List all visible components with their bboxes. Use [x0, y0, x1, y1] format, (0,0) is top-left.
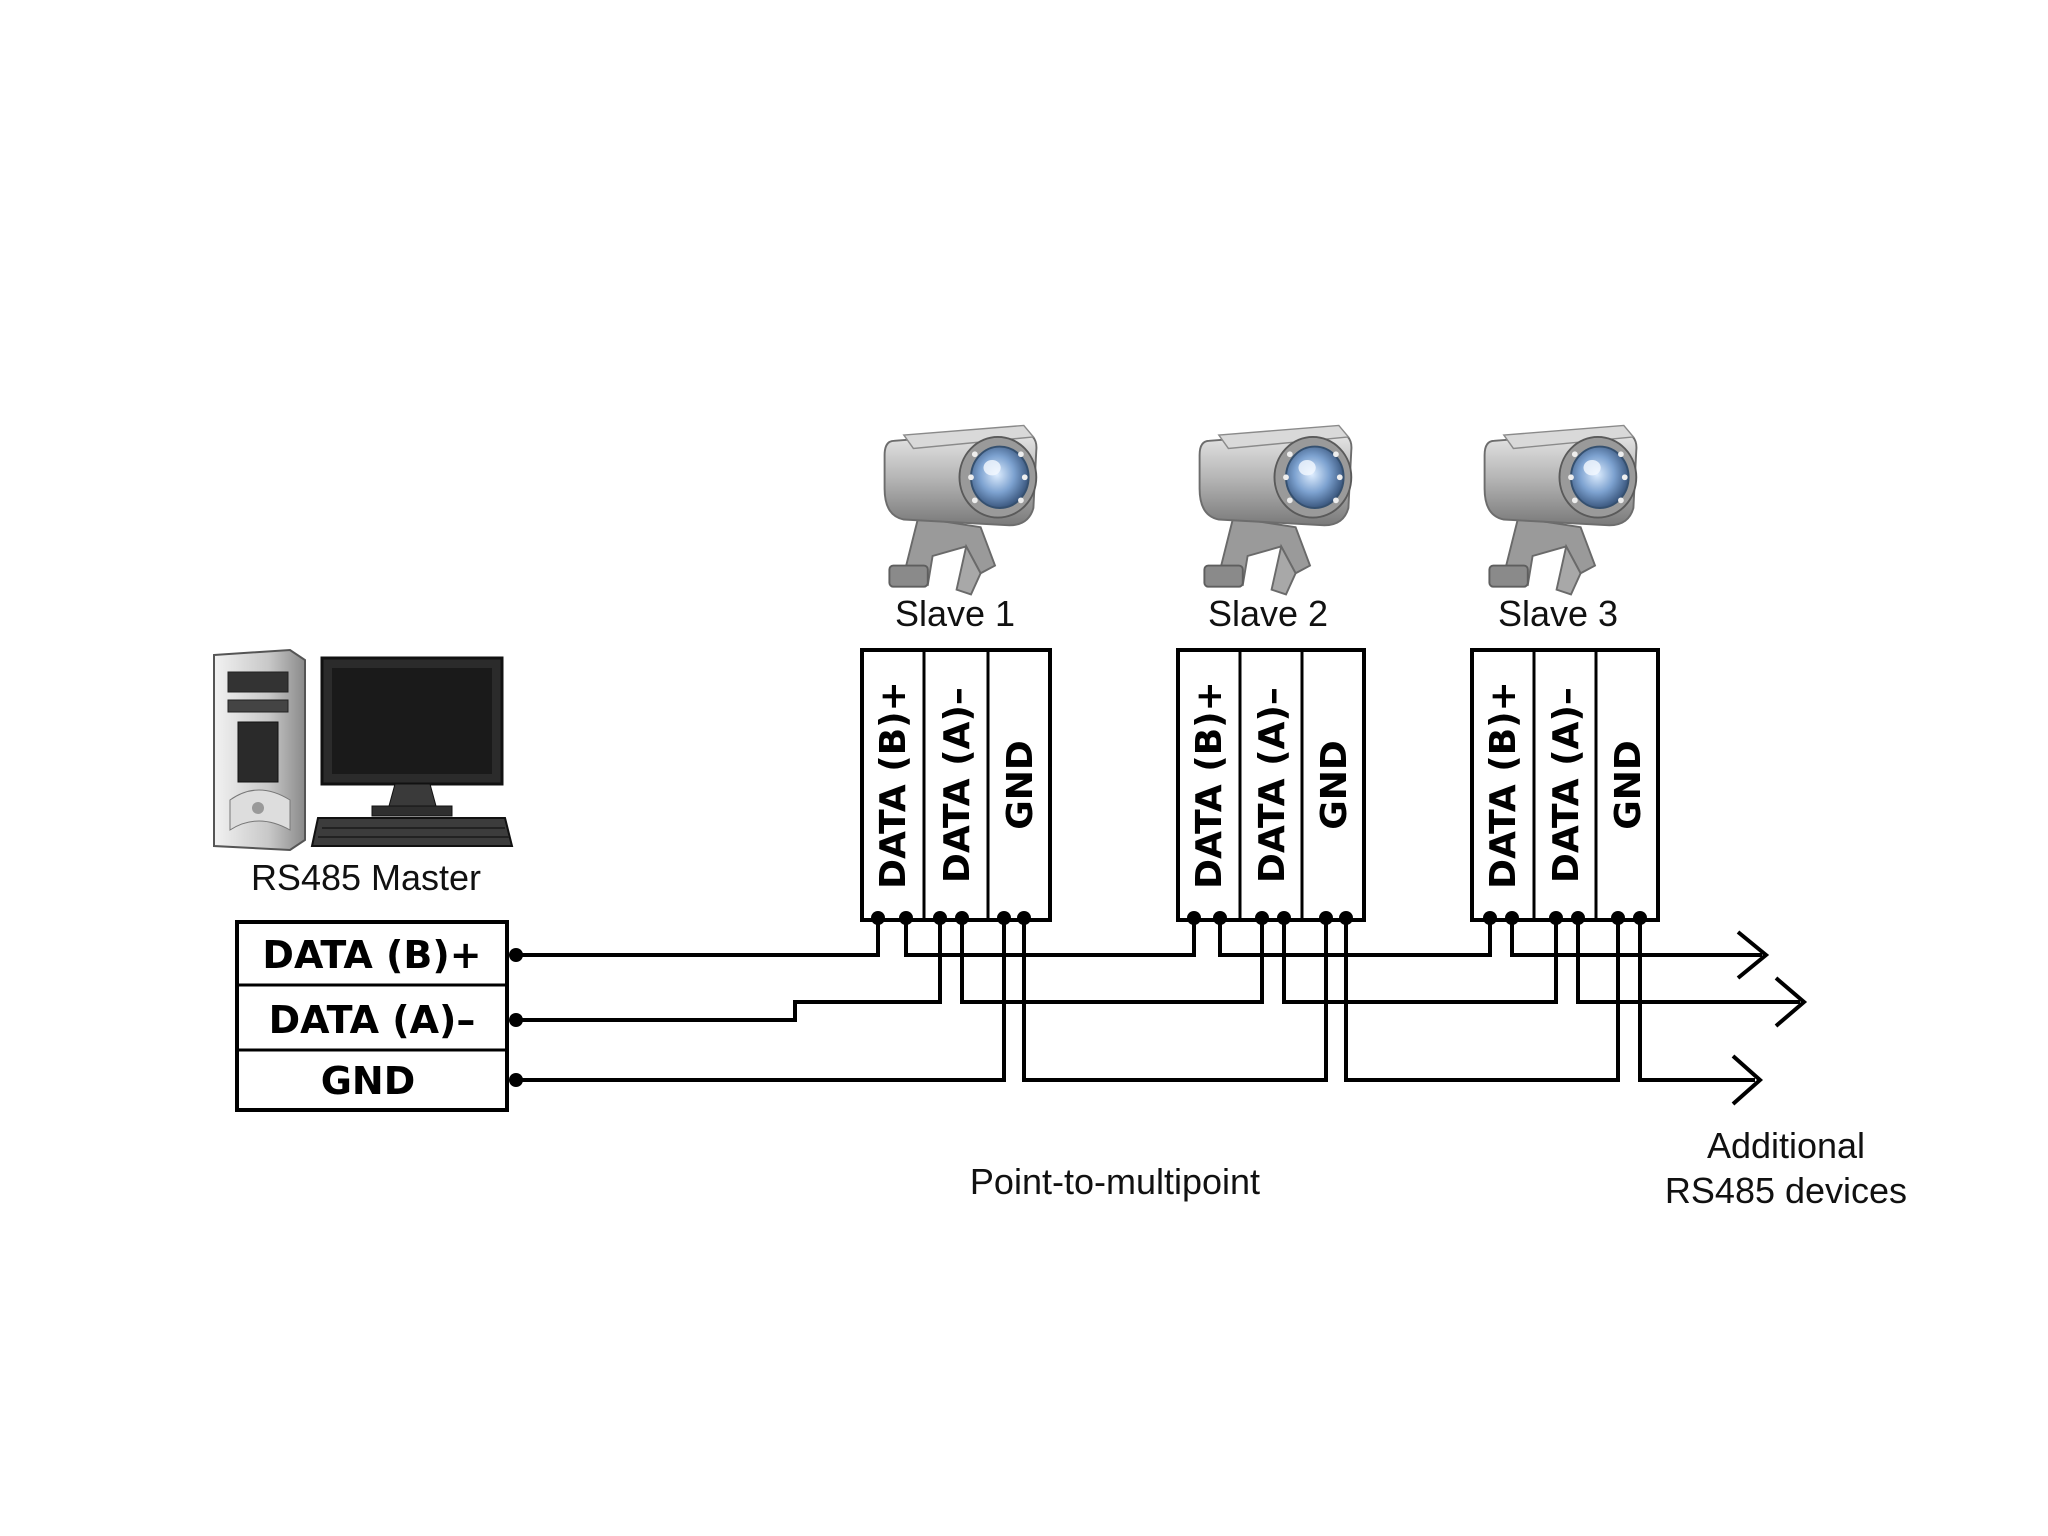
wire-gnd-segment: [1638, 918, 1755, 1082]
wire-data-a-segment: [1576, 918, 1800, 1004]
pc-icon: [213, 648, 514, 852]
slave-1-label: Slave 1: [895, 593, 1015, 634]
slave-1-terminal-data-a: DATA (A)–: [937, 687, 978, 883]
slave-2-terminal-data-a: DATA (A)–: [1252, 687, 1293, 883]
slave-1-terminal-block: DATA (B)+ DATA (A)– GND: [860, 648, 1052, 922]
master-terminal-block: DATA (B)+ DATA (A)– GND: [235, 920, 509, 1112]
topology-caption: Point-to-multipoint: [970, 1161, 1260, 1202]
camera-icon-slave-1: [883, 424, 1038, 596]
wire-data-a-segment: [514, 918, 942, 1022]
wire-gnd-segment: [514, 918, 1006, 1082]
master-label: RS485 Master: [251, 857, 481, 898]
wire-data-b-segment: [514, 918, 880, 957]
slave-3-terminal-data-a: DATA (A)–: [1546, 687, 1587, 883]
master-terminal-data-a: DATA (A)–: [269, 998, 476, 1042]
wire-data-b-segment: [904, 918, 1196, 957]
master-terminal-gnd: GND: [321, 1059, 416, 1103]
arrow-data-a: [1774, 976, 1808, 1028]
additional-devices-line-1: Additional: [1707, 1125, 1865, 1166]
additional-devices-line-2: RS485 devices: [1665, 1170, 1907, 1211]
slave-1-terminal-gnd: GND: [1000, 740, 1041, 830]
master-terminal-data-b: DATA (B)+: [262, 933, 481, 977]
slave-1-terminal-data-b: DATA (B)+: [873, 681, 914, 889]
slave-2-terminal-data-b: DATA (B)+: [1189, 681, 1230, 889]
arrow-gnd: [1731, 1054, 1764, 1106]
bus-wiring: [514, 918, 1808, 1106]
slave-3-label: Slave 3: [1498, 593, 1618, 634]
arrow-data-b: [1736, 930, 1770, 980]
slave-3-terminal-block: DATA (B)+ DATA (A)– GND: [1470, 648, 1660, 922]
camera-icon-slave-2: [1198, 424, 1353, 596]
wire-data-a-segment: [960, 918, 1264, 1004]
wire-data-b-segment: [1510, 918, 1762, 957]
wire-data-b-segment: [1218, 918, 1492, 957]
slave-3-terminal-gnd: GND: [1608, 740, 1649, 830]
slave-2-label: Slave 2: [1208, 593, 1328, 634]
wire-gnd-segment: [1022, 918, 1328, 1082]
slave-3-terminal-data-b: DATA (B)+: [1483, 681, 1524, 889]
terminal-dots: [509, 911, 1647, 1087]
wire-gnd-segment: [1344, 918, 1620, 1082]
wire-data-a-segment: [1282, 918, 1558, 1004]
camera-icon-slave-3: [1483, 424, 1638, 596]
slave-2-terminal-gnd: GND: [1314, 740, 1355, 830]
slave-2-terminal-block: DATA (B)+ DATA (A)– GND: [1176, 648, 1366, 922]
